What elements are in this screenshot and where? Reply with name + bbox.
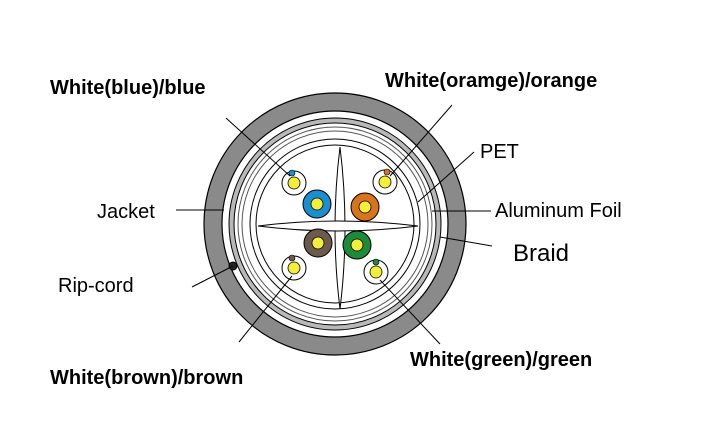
leader-pet [417, 151, 475, 203]
leader-brown [238, 275, 293, 343]
leader-orange [389, 104, 453, 177]
label-aluminum-foil: Aluminum Foil [495, 200, 622, 222]
leader-braid [439, 236, 493, 247]
green-core [350, 238, 364, 252]
label-white-brown-brown: White(brown)/brown [50, 367, 243, 389]
white-blue-stripe [288, 169, 296, 177]
white-green-core [369, 265, 383, 279]
label-pet: PET [480, 141, 519, 163]
white-orange-stripe [383, 168, 391, 176]
label-rip-cord: Rip-cord [58, 275, 134, 297]
white-green-stripe [372, 258, 380, 266]
white-brown-core [287, 261, 301, 275]
pair-orange [350, 168, 398, 222]
leader-green [379, 279, 441, 345]
leader-rip-cord [191, 265, 234, 288]
cross-separator-horizontal [257, 220, 419, 232]
orange-core [358, 200, 372, 214]
white-orange-core [378, 175, 392, 189]
pair-brown [281, 228, 333, 281]
label-white-orange-orange: White(oramge)/orange [385, 70, 597, 92]
pair-blue [281, 169, 332, 219]
label-white-green-green: White(green)/green [410, 349, 592, 371]
pair-green [342, 230, 389, 285]
white-brown-stripe [288, 254, 296, 262]
white-blue-core [287, 176, 301, 190]
leader-blue [225, 117, 291, 177]
label-braid: Braid [513, 240, 569, 267]
label-white-blue-blue: White(blue)/blue [50, 77, 206, 99]
brown-core [311, 236, 325, 250]
label-jacket: Jacket [97, 201, 155, 223]
blue-core [310, 197, 324, 211]
